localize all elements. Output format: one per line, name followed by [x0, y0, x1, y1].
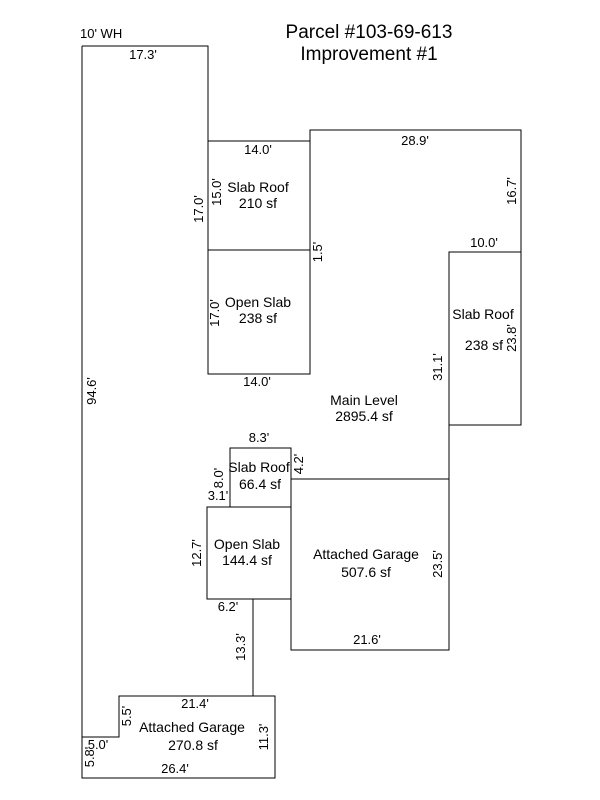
- dim-slab-top-height: 15.0': [209, 178, 224, 206]
- dim-right-room-height: 23.8': [504, 324, 519, 352]
- open-slab-top-box: [207, 249, 311, 375]
- dim-top-left-width: 17.3': [129, 47, 157, 62]
- dim-small-offset: 3.1': [208, 488, 229, 503]
- dim-step-height: 1.5': [310, 242, 325, 263]
- dim-open-slab-height: 17.0': [207, 299, 222, 327]
- open-slab-bottom-size: 144.4 sf: [222, 552, 272, 568]
- dim-bottom-garage-top: 21.4': [181, 696, 209, 711]
- open-slab-bottom-name: Open Slab: [214, 536, 280, 552]
- open-slab-top-name: Open Slab: [225, 294, 291, 310]
- garage-main-name: Attached Garage: [313, 546, 419, 562]
- dim-open-slab-width: 14.0': [243, 374, 271, 389]
- main-level-name: Main Level: [330, 392, 398, 408]
- dim-right-room-width: 10.0': [470, 235, 498, 250]
- parcel-title: Parcel #103-69-613: [286, 22, 453, 43]
- dim-notch-width: 6.2': [218, 599, 239, 614]
- slab-roof-right-box: [448, 251, 522, 426]
- dim-bottom-garage-bottom: 26.4': [161, 761, 189, 776]
- slab-roof-small-size: 66.4 sf: [239, 476, 281, 492]
- dim-bottom-garage-right: 11.3': [256, 724, 271, 751]
- improvement-subtitle: Improvement #1: [300, 44, 437, 65]
- dim-bottom-left-a: 5.0': [88, 737, 109, 752]
- slab-roof-top-size: 210 sf: [239, 195, 277, 211]
- slab-roof-small-name: Slab Roof: [228, 459, 290, 475]
- dim-garage-height: 23.5': [430, 550, 445, 578]
- left-wall: [81, 46, 276, 779]
- garage-bottom-size: 270.8 sf: [168, 737, 218, 753]
- dim-open-slab-b-height: 12.7': [189, 539, 204, 567]
- dim-connector-height: 13.3': [233, 633, 248, 661]
- dim-slab-top-width: 14.0': [244, 142, 272, 157]
- dim-slab-col-height: 17.0': [191, 195, 206, 223]
- dim-small-slab-right: 4.2': [291, 454, 306, 475]
- slab-roof-right-size: 238 sf: [465, 337, 503, 353]
- dim-garage-width: 21.6': [353, 632, 381, 647]
- garage-main-size: 507.6 sf: [341, 564, 391, 580]
- dim-main-right-height: 31.1': [430, 353, 445, 381]
- dim-left-height: 94.6': [84, 377, 99, 405]
- dim-bottom-left-b: 5.8': [82, 747, 97, 768]
- garage-bottom-name: Attached Garage: [139, 719, 245, 735]
- dim-small-slab-width: 8.3': [249, 430, 270, 445]
- dim-small-slab-height: 8.0': [211, 468, 226, 489]
- slab-roof-right-name: Slab Roof: [452, 306, 514, 322]
- dim-right-upper-height: 16.7': [504, 177, 519, 205]
- open-slab-bottom-box: [206, 506, 292, 600]
- dim-bottom-garage-step: 5.5': [119, 706, 134, 727]
- dim-main-top-width: 28.9': [401, 133, 429, 148]
- outer-outline: [82, 45, 522, 651]
- main-level-size: 2895.4 sf: [335, 408, 393, 424]
- slab-roof-top-name: Slab Roof: [227, 179, 289, 195]
- open-slab-top-size: 238 sf: [239, 310, 277, 326]
- corner-note: 10' WH: [80, 26, 122, 41]
